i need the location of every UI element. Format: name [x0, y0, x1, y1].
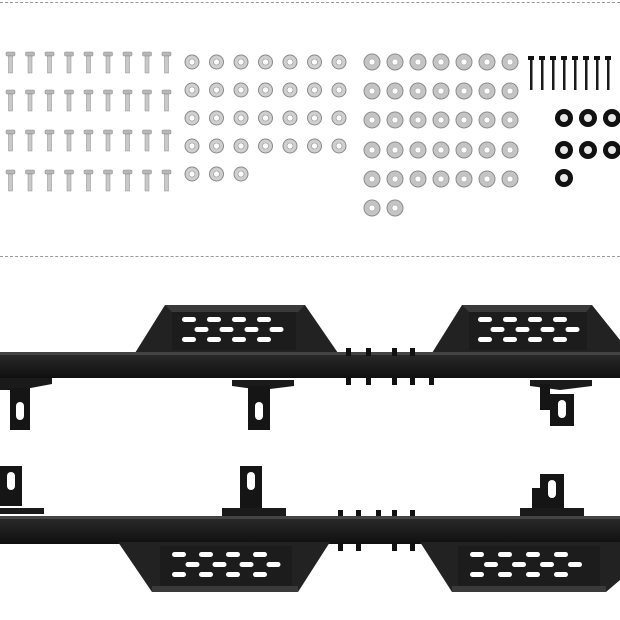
lower-rail — [0, 516, 620, 544]
upper-rail — [0, 352, 620, 378]
lower-right-bracket — [520, 474, 584, 516]
upper-center-joint — [346, 348, 434, 385]
nut-row — [184, 138, 347, 154]
upper-left-bracket — [0, 378, 52, 430]
washer-row — [363, 141, 519, 159]
bolt-row — [5, 169, 172, 192]
lower-right-slots — [470, 552, 582, 577]
lower-left-bracket — [0, 466, 44, 514]
left-step-pad — [135, 305, 338, 353]
long-bolts — [528, 56, 611, 90]
flange-nut-row — [555, 169, 573, 187]
lower-middle-bracket — [222, 466, 286, 516]
bolt-row — [5, 129, 172, 152]
section-divider — [0, 256, 620, 257]
nut-row — [184, 82, 347, 98]
upper-right-bracket — [530, 380, 592, 426]
washer-row — [363, 170, 519, 188]
top-divider — [0, 2, 620, 3]
bolt-row — [5, 89, 172, 112]
upper-right-slots — [478, 317, 580, 342]
nut-row — [184, 166, 249, 182]
bolt-row — [5, 51, 172, 74]
hardware-kit — [5, 51, 620, 217]
washer-row — [363, 111, 519, 129]
nut-row — [184, 110, 347, 126]
nut-row — [184, 54, 347, 70]
washer-row — [363, 53, 519, 71]
lower-center-joint — [338, 510, 415, 551]
washer-row — [363, 199, 404, 217]
flange-nut-row — [555, 141, 620, 159]
upper-left-slots — [182, 317, 284, 342]
upper-middle-bracket — [232, 380, 294, 430]
upper-step-bar — [0, 305, 620, 430]
washer-row — [363, 82, 519, 100]
flange-nut-row — [555, 109, 620, 127]
lower-left-slots — [172, 552, 281, 577]
